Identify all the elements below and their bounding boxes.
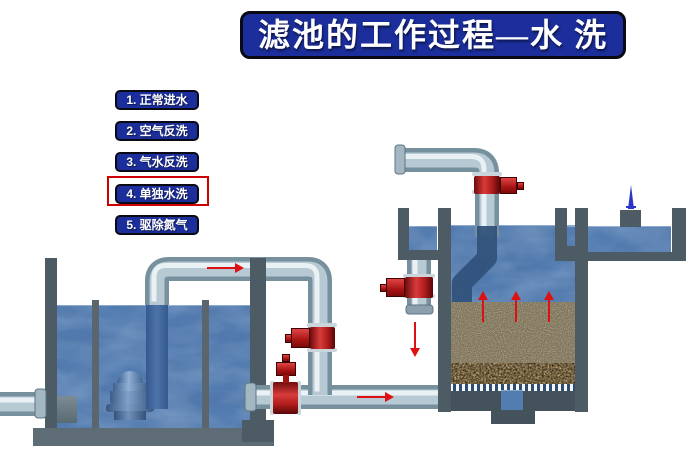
menu-item-3[interactable]: 3. 气水反洗 [115, 152, 199, 172]
upflow-arrow-3-head [544, 291, 554, 300]
valve2-flange-left [270, 381, 274, 415]
valve1-body [310, 327, 335, 349]
left-trough-outer-wall [398, 208, 409, 260]
valve4-nub [517, 182, 524, 190]
underdrain-nozzles [450, 384, 576, 391]
menu-item-1[interactable]: 1. 正常进水 [115, 90, 199, 110]
clear-tank-right-wall [672, 208, 686, 261]
valve2-stem [283, 375, 289, 383]
valve3-actuator [386, 278, 405, 297]
valve2-nub [282, 354, 290, 362]
valve1-flange-top [307, 323, 337, 327]
valve2-body [273, 382, 298, 414]
riser-pipe-underwater [146, 305, 168, 409]
filter-media [450, 302, 576, 384]
flow-arrow-top-head [235, 263, 244, 273]
vent-mount [620, 210, 641, 227]
valve2-flange-right [297, 381, 301, 415]
filter-pedestal [491, 410, 535, 424]
flow-arrow-top-shaft [207, 267, 235, 269]
upflow-arrow-2-shaft [515, 300, 517, 322]
valve3-body [405, 277, 433, 298]
filter-left-wall [438, 208, 451, 412]
upflow-arrow-1-shaft [482, 300, 484, 322]
vent-valve-base [626, 206, 636, 208]
right-trough-wall [555, 208, 567, 248]
valve2-actuator [276, 362, 296, 376]
highlight-box [107, 176, 209, 206]
pump-bell-body [110, 391, 150, 405]
menu-item-5[interactable]: 5. 驱除氮气 [115, 215, 199, 235]
slide-title-text: 滤池的工作过程—水 洗 [257, 17, 608, 53]
filter-right-wall [575, 208, 588, 412]
upflow-arrow-1-head [478, 291, 488, 300]
left-tank-base [33, 428, 274, 446]
pump-bell-neck [113, 383, 147, 392]
left-tank-inner-wall-1 [92, 300, 99, 428]
vent-valve-icon [628, 185, 634, 209]
pump-bell-base [114, 411, 146, 420]
valve4-body [474, 176, 500, 194]
drain-arrow-head [410, 348, 420, 357]
upflow-arrow-2-head [511, 291, 521, 300]
outlet-water [501, 390, 523, 411]
left-trough-base [398, 250, 449, 260]
left-tank-left-wall [45, 258, 57, 428]
menu-item-4[interactable]: 4. 单独水洗 [115, 184, 199, 204]
valve3-flange-top [403, 274, 435, 278]
left-tank-inner-wall-2 [202, 300, 209, 428]
valve1-flange-bottom [307, 348, 337, 352]
clear-tank-base [575, 252, 686, 261]
valve1-actuator [291, 328, 310, 348]
valve4-actuator [500, 177, 517, 194]
inlet-stub [57, 396, 77, 423]
pump-bell-dome [117, 371, 143, 384]
flow-arrow-bottom-head [385, 392, 394, 402]
menu-item-2[interactable]: 2. 空气反洗 [115, 121, 199, 141]
upflow-arrow-3-shaft [548, 300, 550, 322]
valve1-nub [285, 334, 292, 343]
flow-arrow-bottom-shaft [357, 396, 385, 398]
slide-title: 滤池的工作过程—水 洗 [240, 11, 626, 59]
valve3-nub [380, 284, 387, 292]
drain-arrow-shaft [414, 322, 416, 348]
valve4-flange-top [472, 172, 502, 176]
pump-bell-flange [106, 404, 154, 412]
left-tank-right-wall [250, 258, 266, 382]
